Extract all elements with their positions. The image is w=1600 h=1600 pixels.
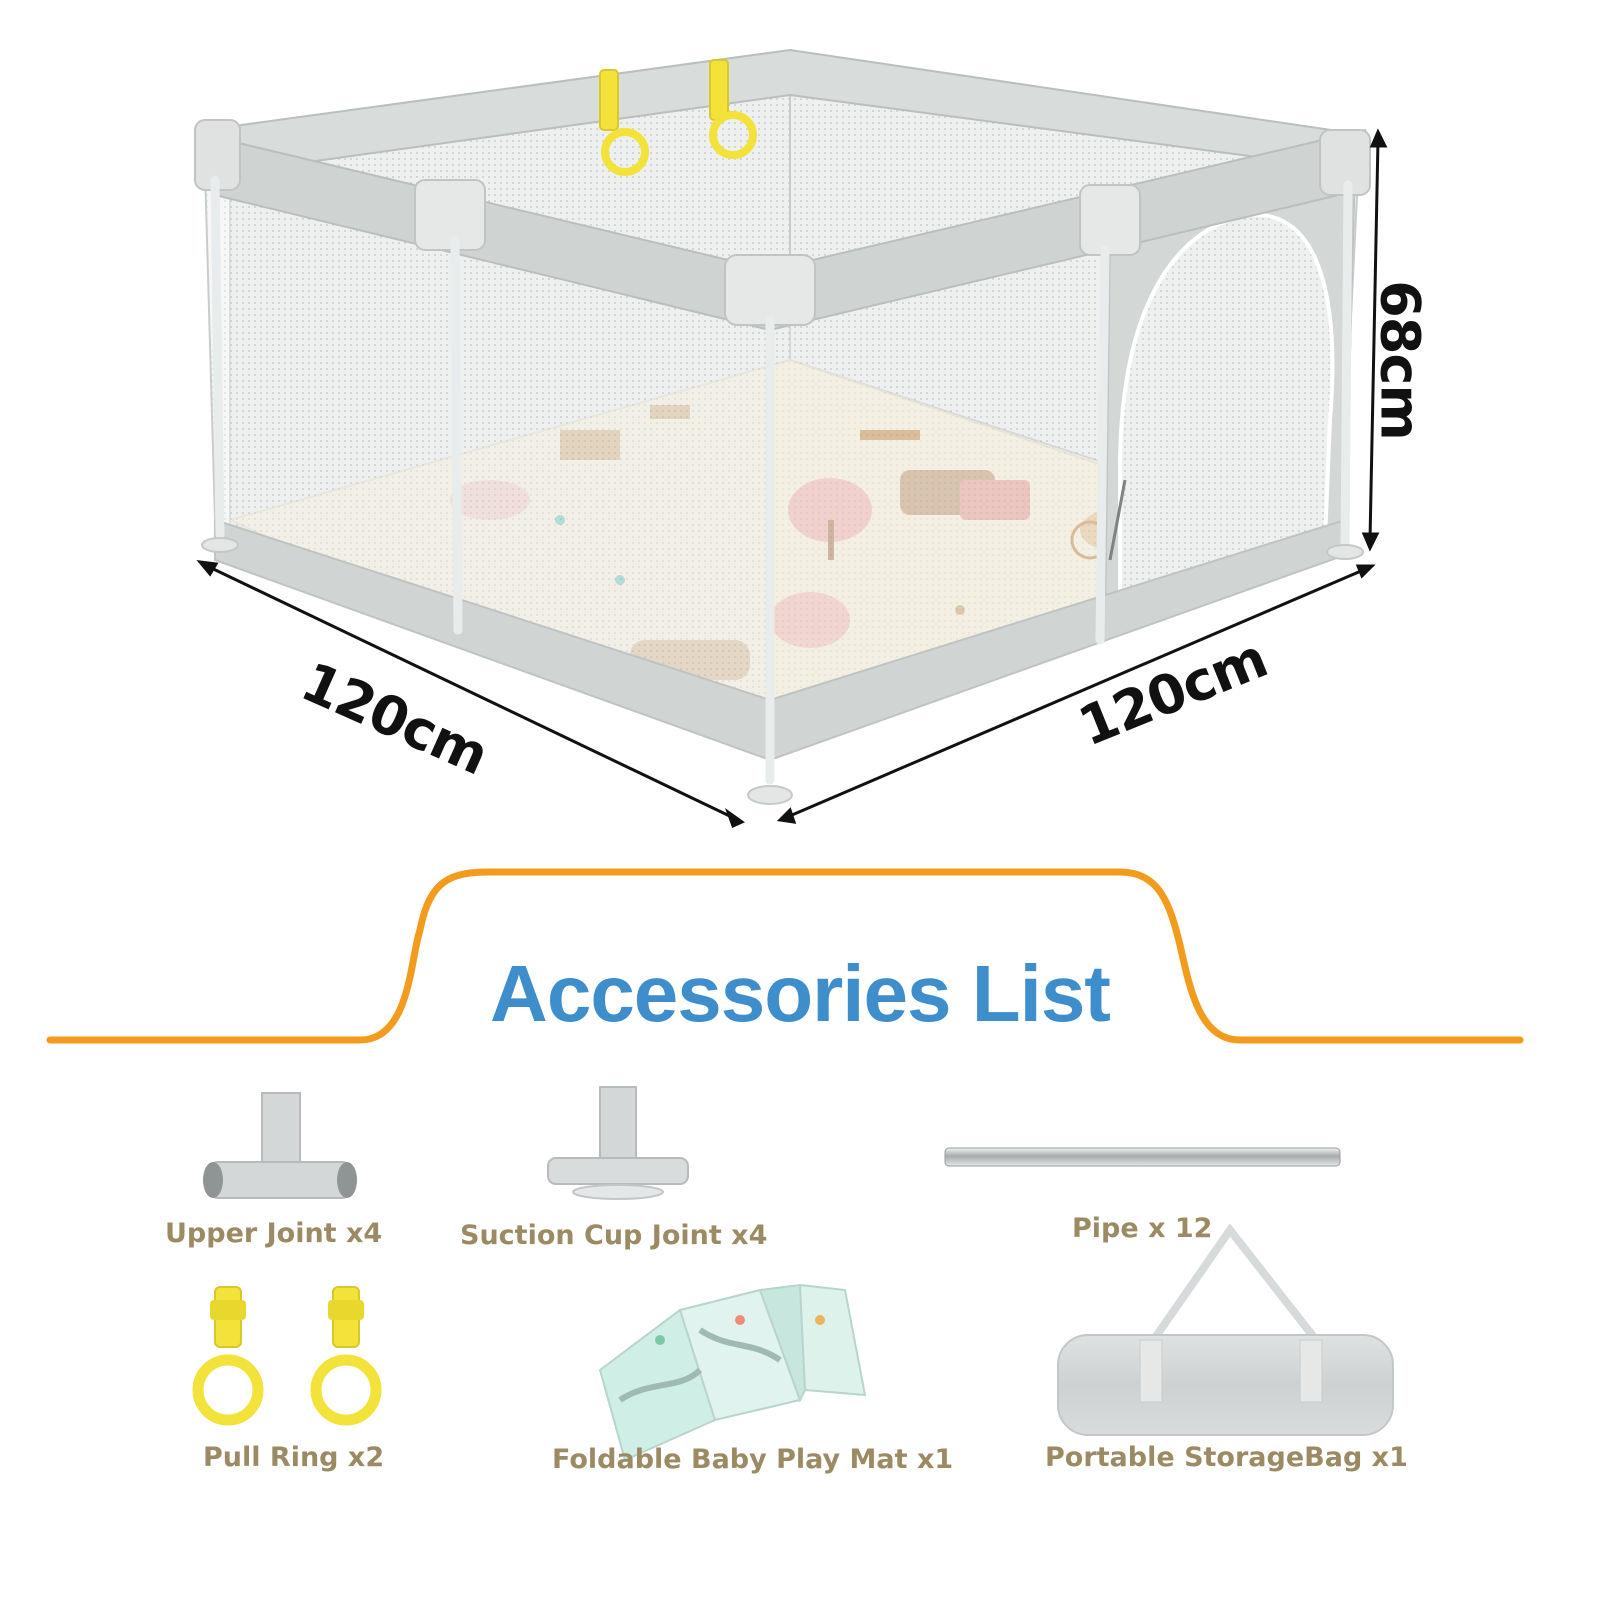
orange-frame-line	[46, 868, 1524, 1044]
poles	[210, 175, 1353, 785]
pull-rings-on-rail	[599, 59, 757, 176]
dimension-arrows	[196, 128, 1388, 829]
upper-joint-icon	[203, 1092, 357, 1199]
accessory-label-play-mat: Foldable Baby Play Mat x1	[552, 1444, 954, 1475]
pull-ring-icon	[192, 1286, 382, 1426]
mid-joint-right	[1079, 184, 1141, 256]
suction-cup-joint-icon	[547, 1086, 689, 1200]
door-zipper	[1108, 479, 1127, 561]
accessory-label-storage-bag: Portable StorageBag x1	[1045, 1442, 1408, 1473]
accessory-label-suction-cup-joint: Suction Cup Joint x4	[460, 1220, 768, 1251]
accessory-label-upper-joint: Upper Joint x4	[165, 1218, 383, 1249]
accessories-title: Accessories List	[490, 949, 1111, 1038]
storage-bag-icon	[1057, 1223, 1394, 1436]
mid-joint-left	[414, 179, 486, 251]
accessory-label-pull-ring: Pull Ring x2	[203, 1442, 385, 1473]
play-mat-icon	[598, 1283, 867, 1462]
suction-feet	[201, 537, 1364, 805]
accessory-label-pipe: Pipe x 12	[1072, 1213, 1213, 1244]
pipe-icon	[944, 1147, 1341, 1167]
